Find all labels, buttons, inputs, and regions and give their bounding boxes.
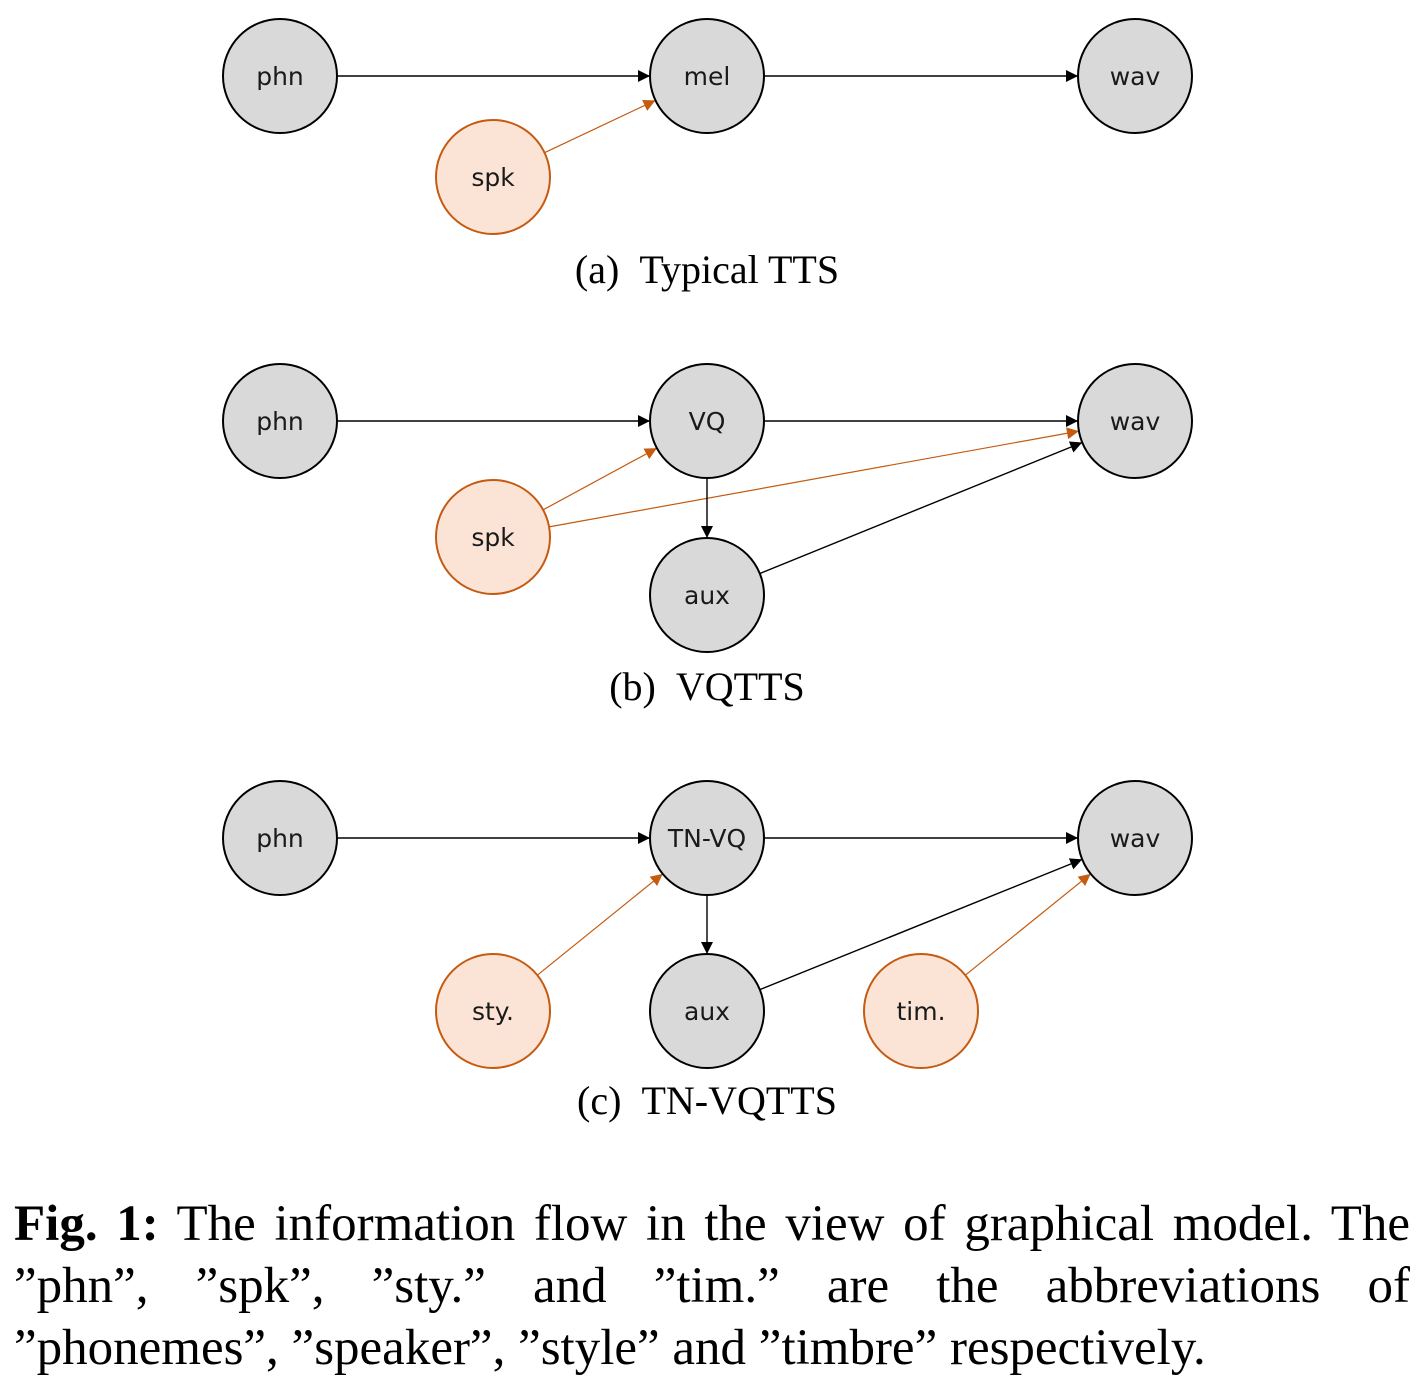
node-wav-label: wav	[1110, 62, 1161, 91]
node-aux: aux	[649, 953, 765, 1069]
subcaption-title: TN-VQTTS	[641, 1078, 837, 1123]
node-tnvq: TN-VQ	[649, 780, 765, 896]
node-phn-label: phn	[256, 62, 304, 91]
subcaption-title: Typical TTS	[639, 247, 839, 292]
node-tnvq-circle	[649, 780, 765, 896]
node-aux-circle	[649, 537, 765, 653]
node-tim: tim.	[863, 953, 979, 1069]
edge-tim-to-wav	[964, 873, 1092, 976]
node-wav: wav	[1077, 18, 1193, 134]
figure-caption-text: The information flow in the view of grap…	[14, 1196, 1410, 1376]
node-wav-label: wav	[1110, 407, 1161, 436]
subcaption-a: (a) Typical TTS	[575, 247, 839, 292]
node-phn-label: phn	[256, 824, 304, 853]
node-sty-circle	[435, 953, 551, 1069]
diagram-a: phn mel wav spk (a) Typical TTS	[222, 18, 1193, 292]
subcaption-letter: (c)	[577, 1078, 641, 1123]
diagram-b: phn VQ wav spk aux (b) VQTTS	[222, 363, 1193, 709]
node-phn-circle	[222, 18, 338, 134]
node-phn-label: phn	[256, 407, 304, 436]
edge-sty-to-tnvq	[536, 873, 664, 976]
node-aux-label: aux	[684, 997, 730, 1026]
subcaption-c: (c) TN-VQTTS	[577, 1078, 837, 1123]
node-tim-label: tim.	[896, 997, 945, 1026]
node-tim-circle	[863, 953, 979, 1069]
edge-spk-to-wav	[548, 427, 1080, 528]
node-sty: sty.	[435, 953, 551, 1069]
node-phn: phn	[222, 363, 338, 479]
node-wav-circle	[1077, 363, 1193, 479]
node-phn: phn	[222, 18, 338, 134]
node-spk: spk	[435, 119, 551, 235]
subcaption-b: (b) VQTTS	[609, 664, 805, 709]
node-wav-circle	[1077, 18, 1193, 134]
node-spk-circle	[435, 479, 551, 595]
node-vq: VQ	[649, 363, 765, 479]
subcaption-title: VQTTS	[676, 664, 805, 709]
node-tnvq-label: TN-VQ	[667, 824, 746, 853]
diagram-c: phn TN-VQ wav sty. aux tim. (c) TN-VQTTS	[222, 780, 1193, 1123]
node-phn: phn	[222, 780, 338, 896]
node-sty-label: sty.	[472, 997, 514, 1026]
node-phn-circle	[222, 780, 338, 896]
figure-caption: Fig. 1: The information flow in the view…	[14, 1193, 1410, 1379]
node-spk-label: spk	[471, 523, 515, 552]
node-vq-label: VQ	[689, 407, 726, 436]
node-wav: wav	[1077, 363, 1193, 479]
edge-aux-to-wav	[759, 858, 1083, 991]
node-aux: aux	[649, 537, 765, 653]
node-spk-circle	[435, 119, 551, 235]
subcaption-letter: (b)	[609, 664, 676, 709]
node-mel-circle	[649, 18, 765, 134]
node-phn-circle	[222, 363, 338, 479]
node-spk: spk	[435, 479, 551, 595]
node-spk-label: spk	[471, 163, 515, 192]
edge-aux-to-wav	[759, 441, 1083, 575]
node-mel: mel	[649, 18, 765, 134]
edge-spk-to-vq	[542, 447, 658, 511]
edge-spk-to-mel	[544, 99, 656, 154]
node-aux-label: aux	[684, 581, 730, 610]
subcaption-letter: (a)	[575, 247, 639, 292]
node-wav-label: wav	[1110, 824, 1161, 853]
node-wav-circle	[1077, 780, 1193, 896]
node-mel-label: mel	[684, 62, 731, 91]
node-aux-circle	[649, 953, 765, 1069]
node-wav: wav	[1077, 780, 1193, 896]
node-vq-circle	[649, 363, 765, 479]
figure-caption-label: Fig. 1:	[14, 1196, 159, 1252]
